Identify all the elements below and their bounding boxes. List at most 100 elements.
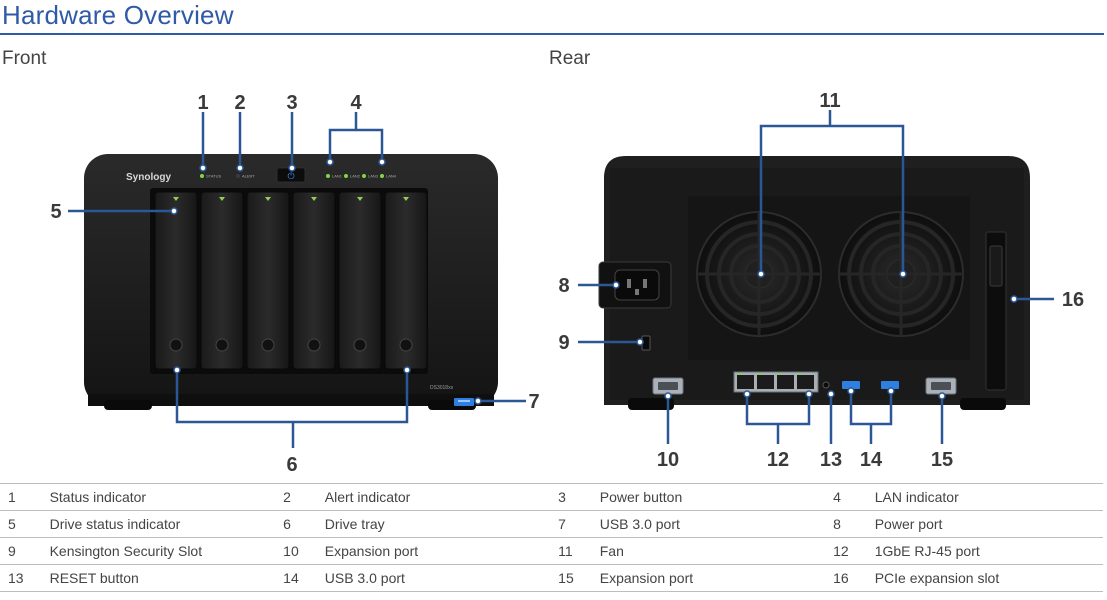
legend-label: PCIe expansion slot xyxy=(848,564,1103,592)
callout-4: 4 xyxy=(350,92,362,114)
lan2-led xyxy=(344,174,348,178)
legend-label: Fan xyxy=(573,537,826,565)
tray-latch-5 xyxy=(353,338,367,352)
legend-number: 3 xyxy=(550,483,574,511)
legend-number: 16 xyxy=(825,564,849,592)
rj45-port-2[interactable] xyxy=(757,375,774,389)
callout-5: 5 xyxy=(50,201,61,223)
rear-unit xyxy=(598,156,1030,410)
front-usb-port-tongue xyxy=(458,400,470,402)
callout-9: 9 xyxy=(558,332,569,354)
front-foot-left xyxy=(104,400,152,410)
legend-row: 13 RESET button 14 USB 3.0 port 15 Expan… xyxy=(0,564,1103,592)
callout-12: 12 xyxy=(767,449,789,471)
pcie-slot[interactable] xyxy=(985,231,1007,391)
status-led-label: STATUS xyxy=(206,174,222,179)
title-divider xyxy=(0,33,1104,35)
tray-latch-2 xyxy=(215,338,229,352)
legend-row: 5 Drive status indicator 6 Drive tray 7 … xyxy=(0,510,1103,538)
tray-latch-1 xyxy=(169,338,183,352)
legend-label: Alert indicator xyxy=(298,483,551,511)
legend-label: RESET button xyxy=(23,564,276,592)
front-unit: Synology STATUS ALERT ⏻ LAN1 LAN2 LAN3 L… xyxy=(84,154,498,410)
legend-number: 4 xyxy=(825,483,849,511)
power-port[interactable] xyxy=(598,261,672,309)
drive-tray-5[interactable] xyxy=(338,191,382,370)
legend-label: Power button xyxy=(573,483,826,511)
drive-tray-4[interactable] xyxy=(292,191,336,370)
legend-number: 6 xyxy=(275,510,299,538)
lan3-led-label: LAN3 xyxy=(368,174,379,179)
drive-tray-1[interactable] xyxy=(154,191,198,370)
callout-16: 16 xyxy=(1062,289,1084,311)
legend-label: Drive tray xyxy=(298,510,551,538)
callout-dots xyxy=(170,158,1018,405)
legend-number: 8 xyxy=(825,510,849,538)
brand-logo: Synology xyxy=(126,172,171,183)
page-title: Hardware Overview xyxy=(2,0,234,30)
expansion-port-right[interactable] xyxy=(925,377,957,395)
lan1-led-label: LAN1 xyxy=(332,174,343,179)
legend-number: 9 xyxy=(0,537,24,565)
legend-label: LAN indicator xyxy=(848,483,1103,511)
legend-number: 2 xyxy=(275,483,299,511)
legend-number: 12 xyxy=(825,537,849,565)
tray-latch-3 xyxy=(261,338,275,352)
callout-1: 1 xyxy=(197,92,208,114)
lan4-led xyxy=(380,174,384,178)
legend-label: 1GbE RJ-45 port xyxy=(848,537,1103,565)
callout-7: 7 xyxy=(528,391,539,413)
legend-label: Status indicator xyxy=(23,483,276,511)
legend-number: 11 xyxy=(550,537,574,565)
alert-led xyxy=(236,174,240,178)
rj45-port-4[interactable] xyxy=(797,375,814,389)
callout-13: 13 xyxy=(820,449,842,471)
alert-led-label: ALERT xyxy=(242,174,255,179)
legend-label: Drive status indicator xyxy=(23,510,276,538)
legend-number: 13 xyxy=(0,564,24,592)
rear-usb-port-2[interactable] xyxy=(881,381,899,389)
drive-status-led-4 xyxy=(311,197,317,201)
rj45-port-3[interactable] xyxy=(777,375,794,389)
callout-2: 2 xyxy=(234,92,245,114)
drive-status-led-5 xyxy=(357,197,363,201)
legend-label: Expansion port xyxy=(298,537,551,565)
reset-button[interactable] xyxy=(822,381,830,389)
legend-row: 9 Kensington Security Slot 10 Expansion … xyxy=(0,537,1103,565)
lan1-led xyxy=(326,174,330,178)
drive-tray-2[interactable] xyxy=(200,191,244,370)
lan4-led-label: LAN4 xyxy=(386,174,397,179)
front-section-label: Front xyxy=(2,48,47,69)
legend-label: Power port xyxy=(848,510,1103,538)
status-led xyxy=(200,174,204,178)
drive-tray-3[interactable] xyxy=(246,191,290,370)
legend-number: 1 xyxy=(0,483,24,511)
rj45-port-1[interactable] xyxy=(737,375,754,389)
drive-status-led-6 xyxy=(403,197,409,201)
hardware-figure: Synology STATUS ALERT ⏻ LAN1 LAN2 LAN3 L… xyxy=(50,90,1084,476)
rj45-ports xyxy=(733,371,819,393)
callout-11: 11 xyxy=(819,90,840,112)
drive-tray-6[interactable] xyxy=(384,191,428,370)
rear-foot-right xyxy=(960,398,1006,410)
legend-row: 1 Status indicator 2 Alert indicator 3 P… xyxy=(0,483,1103,511)
expansion-port-left[interactable] xyxy=(652,377,684,395)
callout-8: 8 xyxy=(558,275,569,297)
tray-latch-6 xyxy=(399,338,413,352)
legend-table: 1 Status indicator 2 Alert indicator 3 P… xyxy=(0,483,1103,592)
callout-10: 10 xyxy=(657,449,679,471)
lan3-led xyxy=(362,174,366,178)
legend-number: 14 xyxy=(275,564,299,592)
rear-section-label: Rear xyxy=(549,48,591,69)
power-icon: ⏻ xyxy=(287,171,294,182)
callout-3: 3 xyxy=(286,92,297,114)
drive-status-led-3 xyxy=(265,197,271,201)
legend-label: Kensington Security Slot xyxy=(23,537,276,565)
callout-6: 6 xyxy=(286,454,297,476)
legend-label: USB 3.0 port xyxy=(573,510,826,538)
rear-usb-port-1[interactable] xyxy=(842,381,860,389)
legend-number: 5 xyxy=(0,510,24,538)
legend-label: Expansion port xyxy=(573,564,826,592)
legend-number: 15 xyxy=(550,564,574,592)
front-base xyxy=(88,394,494,406)
